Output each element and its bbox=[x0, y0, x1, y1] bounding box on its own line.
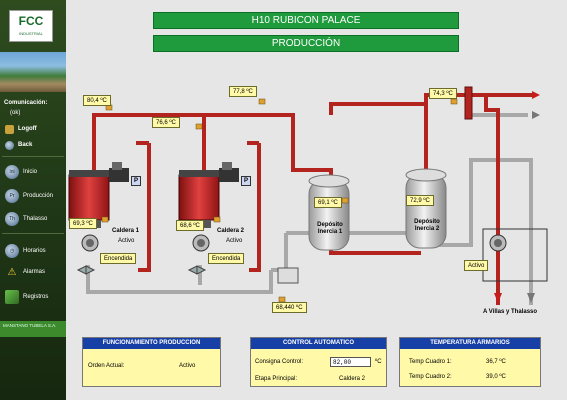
nav-registros-label: Registros bbox=[23, 294, 49, 300]
temp-reading: 68,6 ºC bbox=[176, 220, 204, 231]
nav-thalasso-label: Thalasso bbox=[23, 216, 48, 222]
pump-1 bbox=[81, 234, 99, 252]
consigna-label: Consigna Control: bbox=[255, 359, 304, 365]
cuadro-2-value: 39,0 ºC bbox=[486, 374, 506, 380]
produccion-icon: Pr bbox=[5, 189, 19, 203]
temp-reading: 69,1 ºC bbox=[314, 197, 342, 208]
tank-2 bbox=[405, 168, 447, 249]
nav-alarmas-label: Alarmas bbox=[23, 269, 46, 275]
inicio-icon: Ini bbox=[5, 165, 19, 179]
temp-reading: 76,6 ºC bbox=[152, 117, 180, 128]
nav-alarmas[interactable]: ⚠ Alarmas bbox=[5, 264, 65, 280]
valves bbox=[76, 265, 207, 275]
nav-inicio-label: Inicio bbox=[23, 169, 38, 175]
temp-reading: 74,3 ºC bbox=[429, 88, 457, 99]
nav-produccion[interactable]: Pr Producción bbox=[5, 188, 65, 204]
control-valve bbox=[277, 267, 299, 284]
consigna-input[interactable] bbox=[330, 357, 371, 367]
orden-label: Orden Actual: bbox=[88, 363, 125, 369]
logo-subtext: INDUSTRIAL bbox=[19, 31, 43, 36]
registros-icon bbox=[5, 290, 19, 304]
boiler-1-name: Caldera 1 bbox=[112, 228, 140, 234]
boiler-2-status: Encendida bbox=[208, 253, 245, 264]
boiler-1 bbox=[68, 162, 129, 228]
nav-produccion-label: Producción bbox=[23, 193, 54, 199]
logoff-label: Logoff bbox=[18, 126, 37, 132]
back-icon bbox=[5, 140, 14, 150]
panel-funcionamiento: FUNCIONAMIENTO PRODUCCION Orden Actual: … bbox=[82, 337, 221, 387]
sensors bbox=[101, 98, 458, 303]
heat-exchanger bbox=[464, 86, 473, 120]
temp-reading: 69,3 ºC bbox=[69, 218, 97, 229]
hotel-photo bbox=[0, 52, 66, 92]
boiler-2 bbox=[178, 162, 239, 228]
logoff-icon bbox=[5, 124, 14, 134]
temp-reading: 68,440 ºC bbox=[272, 302, 307, 313]
panel-title: TEMPERATURA ARMARIOS bbox=[400, 338, 540, 349]
cuadro-1-value: 36,7 ºC bbox=[486, 359, 506, 365]
panel-title: FUNCIONAMIENTO PRODUCCION bbox=[83, 338, 220, 349]
company-logo: FCC INDUSTRIAL bbox=[9, 10, 53, 42]
thalasso-icon: Th bbox=[5, 212, 19, 226]
clock-icon: ◷ bbox=[5, 244, 19, 258]
logoff-button[interactable]: Logoff bbox=[5, 121, 65, 137]
nav-horarios-label: Horarios bbox=[23, 248, 46, 254]
cuadro-2-label: Temp Cuadro 2: bbox=[409, 374, 452, 380]
boiler-2-state: Activo bbox=[226, 238, 243, 244]
hot-pipes bbox=[92, 93, 532, 305]
back-button[interactable]: Back bbox=[5, 137, 65, 153]
logo-text: FCC bbox=[18, 14, 44, 28]
etapa-value: Caldera 2 bbox=[339, 376, 366, 382]
panel-title: CONTROL AUTOMATICO bbox=[251, 338, 386, 349]
nav-inicio[interactable]: Ini Inicio bbox=[5, 164, 65, 180]
divider bbox=[2, 156, 64, 157]
temp-reading: 72,9 ºC bbox=[406, 195, 434, 206]
pressure-indicator-2: P bbox=[241, 176, 251, 186]
divider bbox=[2, 233, 64, 234]
page-title: H10 RUBICON PALACE bbox=[153, 12, 459, 29]
outlet-arrows bbox=[494, 91, 540, 303]
comm-status: (ok) bbox=[10, 110, 21, 116]
piping-diagram bbox=[68, 86, 548, 305]
sidebar: FCC INDUSTRIAL Comunicación: (ok) Logoff… bbox=[0, 0, 66, 400]
outlet-label: A Villas y Thalasso bbox=[483, 309, 538, 315]
sidebar-footer: MANSTANO TUBELA S.A. bbox=[0, 321, 66, 337]
nav-horarios[interactable]: ◷ Horarios bbox=[5, 243, 65, 259]
cuadro-1-label: Temp Cuadro 1: bbox=[409, 359, 452, 365]
panel-control: CONTROL AUTOMATICO Consigna Control: ºC … bbox=[250, 337, 387, 387]
orden-value: Activo bbox=[179, 363, 196, 369]
comm-label: Comunicación: bbox=[4, 100, 48, 106]
temp-reading: 80,4 ºC bbox=[83, 95, 111, 106]
pump-3 bbox=[489, 234, 507, 252]
panel-temperatura: TEMPERATURA ARMARIOS Temp Cuadro 1: 36,7… bbox=[399, 337, 541, 387]
warning-icon: ⚠ bbox=[7, 266, 17, 278]
etapa-label: Etapa Principal: bbox=[255, 376, 298, 382]
tank-1 bbox=[308, 174, 350, 251]
pump-status: Activo bbox=[464, 260, 489, 271]
back-label: Back bbox=[18, 142, 33, 148]
nav-registros[interactable]: Registros bbox=[5, 289, 65, 305]
page-subtitle: PRODUCCIÓN bbox=[153, 35, 459, 52]
tank-2-label: Depósito Inercia 2 bbox=[414, 219, 440, 232]
pressure-indicator-1: P bbox=[131, 176, 141, 186]
tank-1-label: Depósito Inercia 1 bbox=[317, 222, 343, 235]
nav-thalasso[interactable]: Th Thalasso bbox=[5, 211, 65, 227]
boiler-1-status: Encendida bbox=[100, 253, 137, 264]
boiler-1-state: Activo bbox=[118, 238, 135, 244]
main-area: H10 RUBICON PALACE PRODUCCIÓN bbox=[66, 0, 567, 400]
temp-reading: 77,8 ºC bbox=[229, 86, 257, 97]
pump-2 bbox=[192, 234, 210, 252]
boiler-2-name: Caldera 2 bbox=[217, 228, 245, 234]
pump-frame bbox=[482, 228, 548, 282]
consigna-unit: ºC bbox=[375, 359, 382, 365]
